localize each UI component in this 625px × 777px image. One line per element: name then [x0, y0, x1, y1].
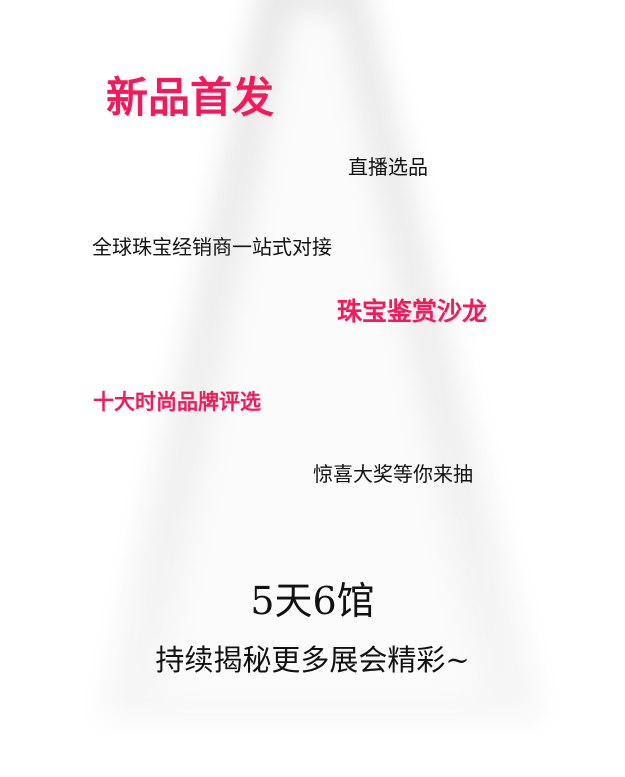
footer-title: 5天6馆 [250, 579, 375, 623]
headline: 新品首发 [106, 73, 275, 122]
feature-item-highlight: 十大时尚品牌评选 [93, 390, 261, 414]
footer-subtitle: 持续揭秘更多展会精彩~ [155, 643, 470, 677]
feature-item: 直播选品 [348, 155, 428, 179]
feature-item: 全球珠宝经销商一站式对接 [92, 235, 332, 259]
feature-item-highlight: 珠宝鉴赏沙龙 [337, 297, 488, 326]
feature-item: 惊喜大奖等你来抽 [313, 462, 473, 486]
